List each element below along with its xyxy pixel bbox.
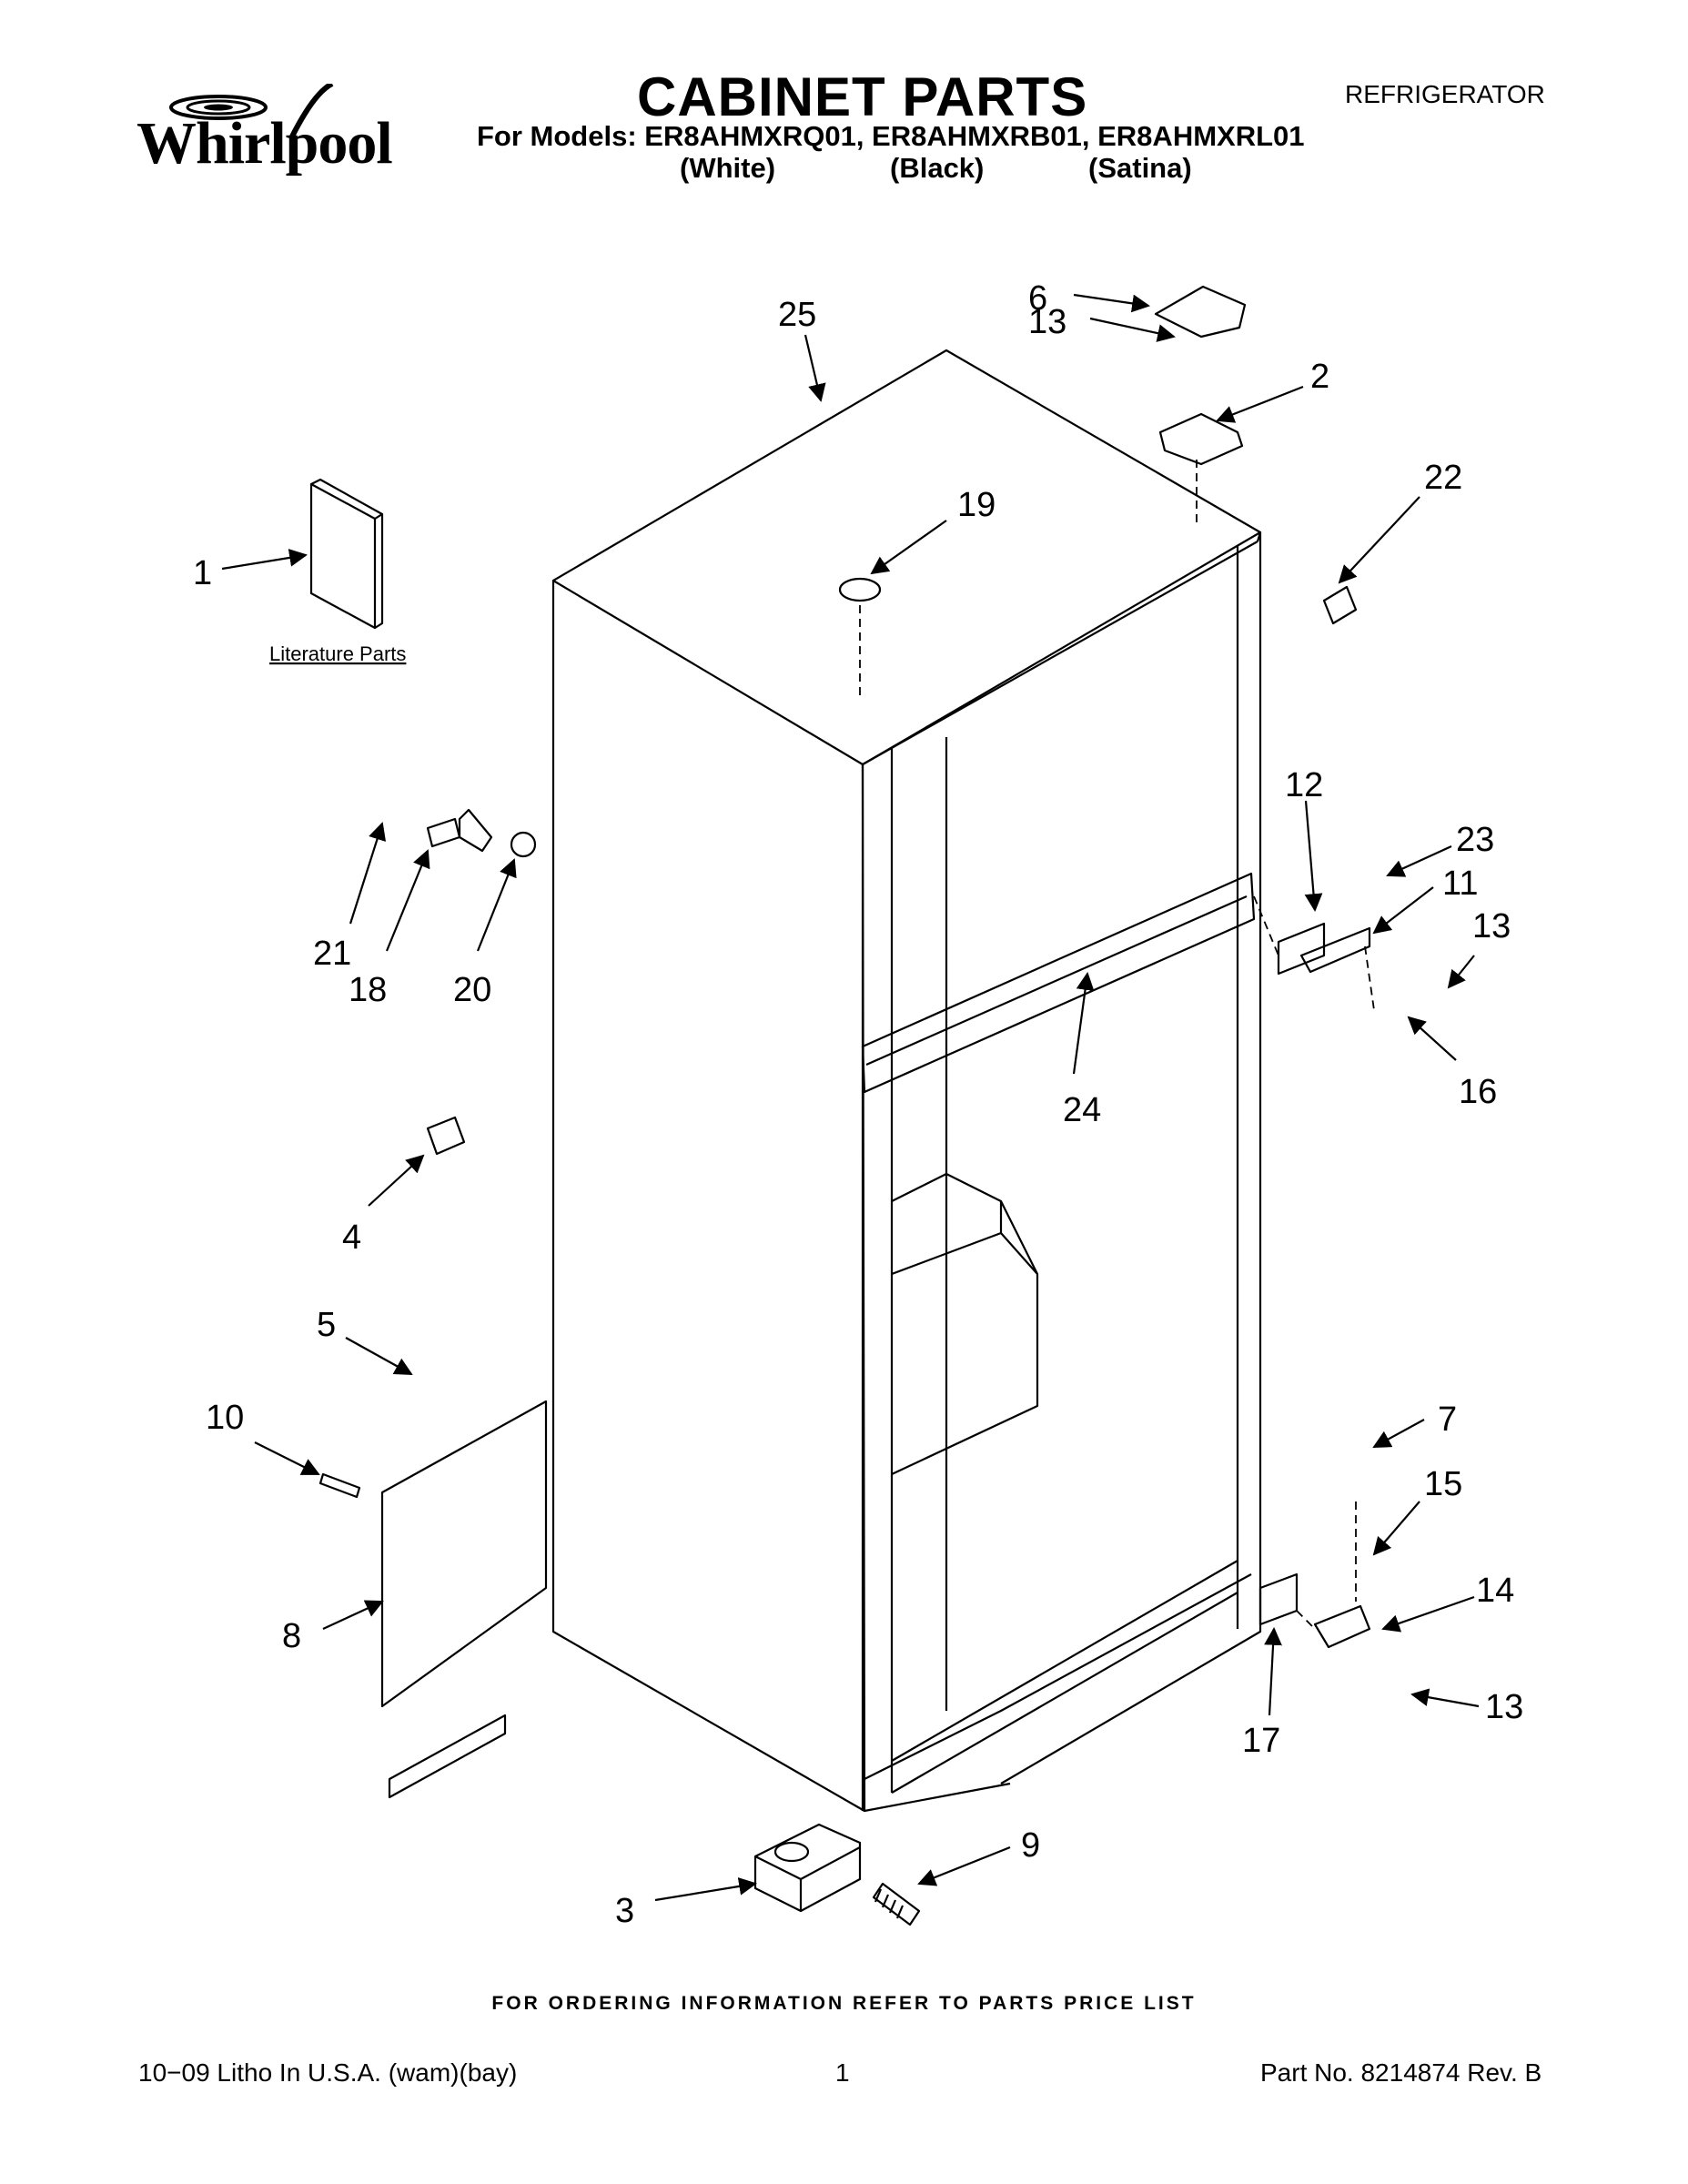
callout-5: 5: [317, 1306, 336, 1344]
callout-13-bottom: 13: [1485, 1688, 1523, 1726]
callout-18: 18: [349, 971, 387, 1009]
callout-12: 12: [1285, 766, 1323, 804]
callout-23: 23: [1456, 821, 1494, 859]
callout-14: 14: [1476, 1572, 1514, 1610]
callout-labels: 25 6 13 2 22 19 1 Literature Parts 12 23…: [193, 279, 1523, 1930]
callout-11: 11: [1442, 864, 1478, 903]
page-title: CABINET PARTS: [637, 66, 1088, 127]
callout-19: 19: [957, 486, 996, 524]
literature-parts-label: Literature Parts: [269, 642, 406, 665]
callout-3: 3: [615, 1892, 634, 1930]
cabinet-drawing: [309, 285, 1371, 1926]
callout-7: 7: [1438, 1400, 1457, 1439]
swirl-mark: [169, 84, 334, 138]
callout-2: 2: [1310, 358, 1329, 396]
callout-25: 25: [778, 296, 816, 334]
variant-satina: (Satina): [1088, 152, 1192, 184]
ordering-note: FOR ORDERING INFORMATION REFER TO PARTS …: [491, 1993, 1197, 2014]
callout-21: 21: [313, 935, 351, 973]
litho-info: 10−09 Litho In U.S.A. (wam)(bay): [138, 2058, 518, 2087]
callout-10: 10: [206, 1399, 244, 1437]
callout-15: 15: [1424, 1465, 1462, 1503]
page-number: 1: [835, 2058, 850, 2087]
callout-20: 20: [453, 971, 491, 1009]
callout-4: 4: [342, 1218, 361, 1257]
models-line: For Models: ER8AHMXRQ01, ER8AHMXRB01, ER…: [477, 120, 1305, 152]
callout-9: 9: [1021, 1826, 1040, 1865]
whirlpool-logo: Whirlpool: [136, 84, 409, 184]
callout-8: 8: [282, 1617, 301, 1655]
callout-13-top: 13: [1028, 303, 1066, 341]
brand-name: Whirlpool: [136, 110, 393, 177]
callout-17: 17: [1242, 1722, 1280, 1760]
callout-1: 1: [193, 554, 212, 592]
variant-white: (White): [680, 152, 776, 184]
callout-arrows: [221, 293, 1480, 1902]
callout-13-mid: 13: [1472, 907, 1511, 945]
product-category: REFRIGERATOR: [1345, 80, 1545, 108]
variant-black: (Black): [890, 152, 985, 184]
part-number: Part No. 8214874 Rev. B: [1260, 2058, 1542, 2087]
callout-16: 16: [1459, 1073, 1497, 1111]
assembly-guides: [859, 460, 1375, 1630]
callout-22: 22: [1424, 459, 1462, 497]
callout-24: 24: [1063, 1091, 1101, 1129]
callout-6: 6: [1028, 279, 1047, 318]
